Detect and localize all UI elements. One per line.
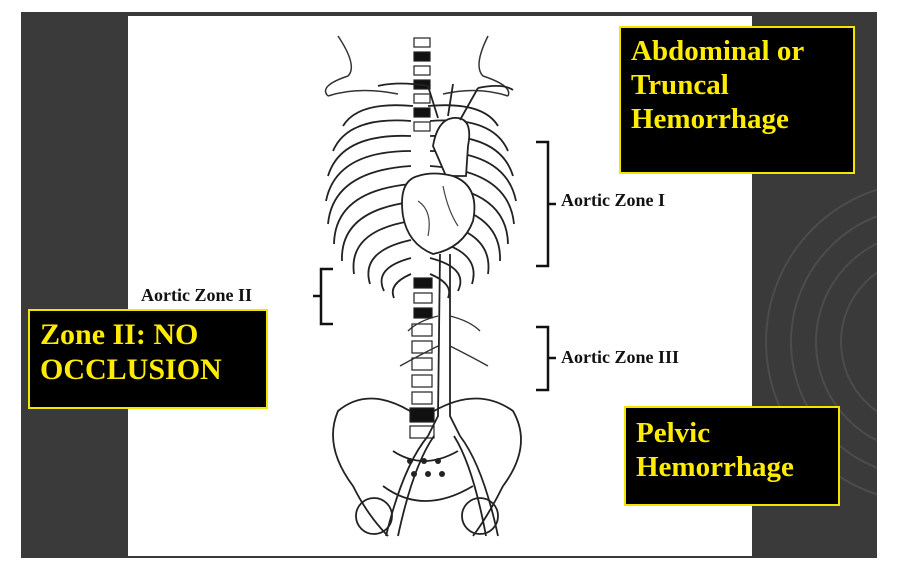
aortic-branches [399,315,489,367]
zone-2-no-occlusion-callout: Zone II: NO OCCLUSION [28,309,268,409]
sacrum-dots [407,458,445,477]
pelvic-line-2: Hemorrhage [636,451,794,484]
heart [401,172,476,255]
abdominal-line-1: Abdominal or [631,35,805,67]
abdominal-hemorrhage-callout: Abdominal or Truncal Hemorrhage [619,26,855,174]
shoulder-outline [324,35,353,97]
iliac-arteries [385,435,499,537]
aortic-zone-3-label: Aortic Zone III [561,347,679,367]
shoulder-outline-right [478,35,510,97]
abdominal-line-3: Hemorrhage [631,103,789,136]
spine [409,37,435,439]
shoulder-line-left [327,89,399,97]
zone2-note-line-1: Zone II: NO [40,318,199,351]
anatomy-illustration [313,35,556,537]
zone2-note-line-2: OCCLUSION [40,353,222,387]
descending-aorta [427,253,461,437]
zone1-bracket [536,140,556,268]
aortic-zone-1-label: Aortic Zone I [561,190,665,210]
slide: Aortic Zone I Aortic Zone II Aortic Zone… [21,12,877,558]
pelvis [332,397,522,537]
pelvic-line-1: Pelvic [636,417,711,449]
zone2-bracket [313,267,333,326]
zone3-bracket [536,325,556,392]
aortic-zone-2-label: Aortic Zone II [141,285,252,305]
aortic-arch [377,82,514,177]
pelvic-hemorrhage-callout: Pelvic Hemorrhage [624,406,840,506]
slide-background-arcs [765,188,877,496]
abdominal-line-2: Truncal [631,69,729,102]
